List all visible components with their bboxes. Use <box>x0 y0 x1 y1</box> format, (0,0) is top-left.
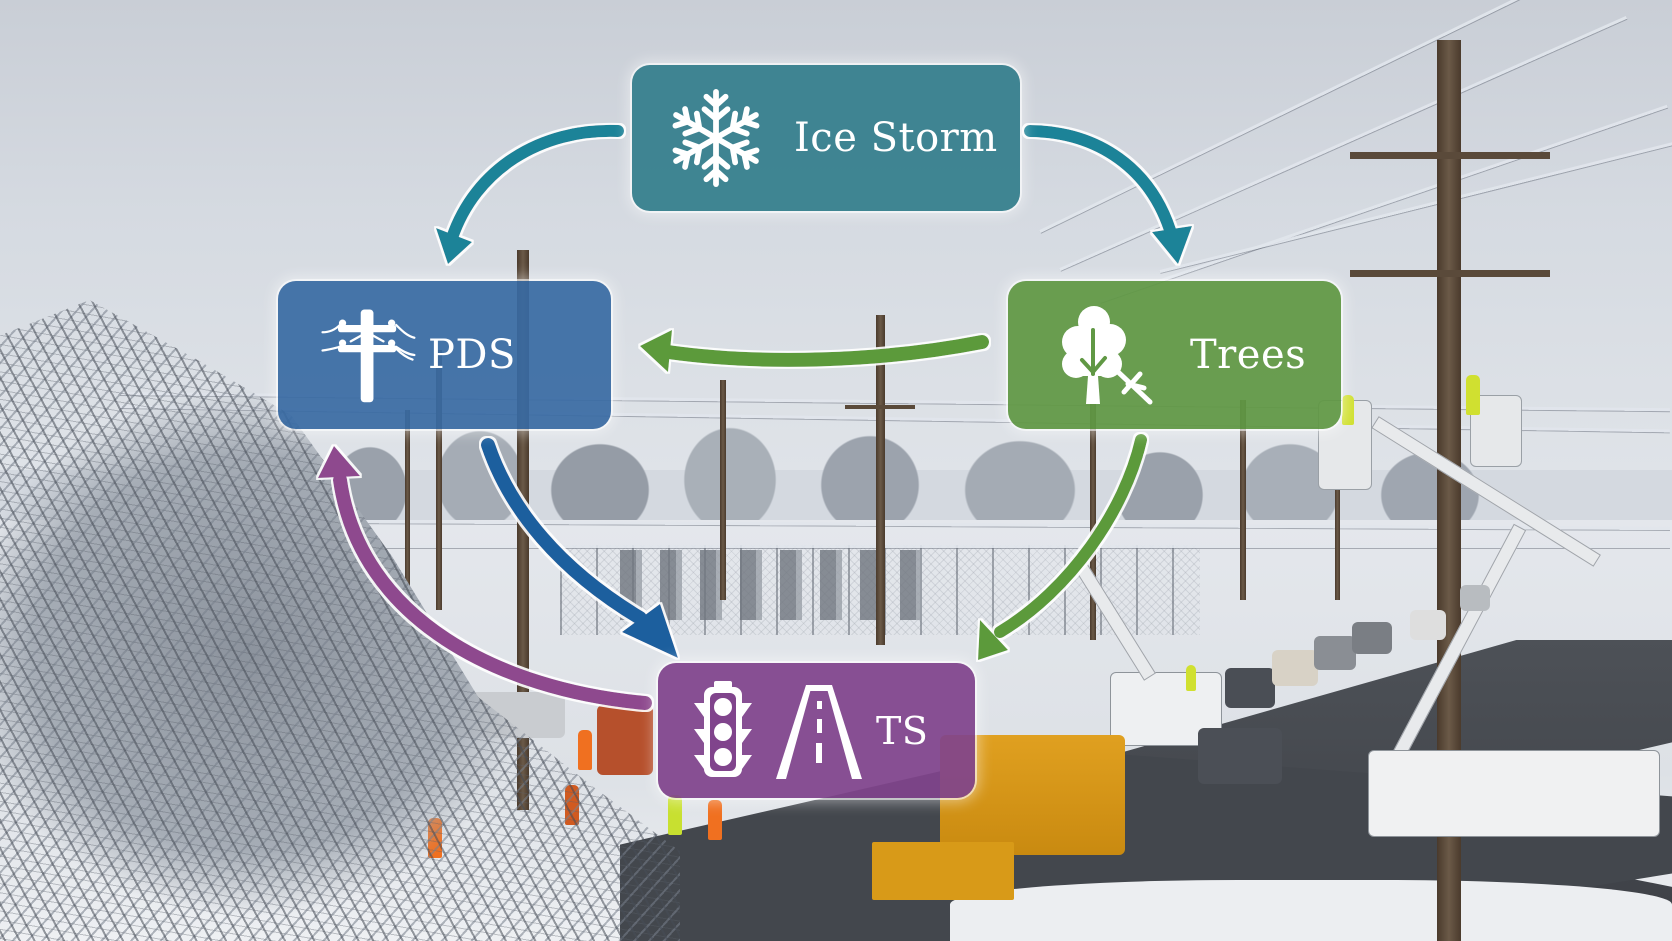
utility-pole <box>1090 400 1096 640</box>
car <box>1272 650 1318 686</box>
substation-equipment <box>620 550 940 620</box>
node-label: Ice Storm <box>794 115 998 161</box>
utility-pole <box>720 380 726 600</box>
suv <box>1198 728 1282 784</box>
crossarm <box>1350 270 1550 277</box>
utility-bucket-truck <box>1368 750 1660 837</box>
snowbank <box>950 880 1672 941</box>
broken-tree-icon <box>1058 300 1158 410</box>
dump-truck <box>597 705 653 775</box>
node-label: PDS <box>428 332 516 378</box>
line-worker <box>1186 665 1196 691</box>
car <box>1460 585 1490 611</box>
node-ice-storm: Ice Storm <box>632 65 1020 211</box>
power-line <box>330 545 1670 548</box>
road-crew-worker <box>668 795 682 835</box>
utility-pole-icon <box>318 300 418 410</box>
snowplow-blade <box>872 842 1014 900</box>
car <box>1314 636 1356 670</box>
car <box>1225 668 1275 708</box>
utility-pole <box>1335 450 1340 600</box>
road-crew-worker <box>578 730 592 770</box>
road-crew-worker <box>708 800 722 840</box>
car <box>1410 610 1446 640</box>
crossarm <box>1350 152 1550 159</box>
node-trees: Trees <box>1008 281 1341 429</box>
node-pds: PDS <box>278 281 611 429</box>
node-label: Trees <box>1190 332 1307 378</box>
utility-pole <box>876 315 885 645</box>
crossarm <box>845 405 915 409</box>
traffic-light-icon <box>688 680 758 781</box>
utility-pole <box>1240 400 1246 600</box>
line-worker <box>1342 395 1354 425</box>
node-ts: TS <box>658 663 975 798</box>
car <box>1352 622 1392 654</box>
snowflake-icon <box>666 83 766 193</box>
line-worker <box>1466 375 1480 415</box>
road-icon <box>776 681 862 781</box>
node-label: TS <box>876 708 929 753</box>
